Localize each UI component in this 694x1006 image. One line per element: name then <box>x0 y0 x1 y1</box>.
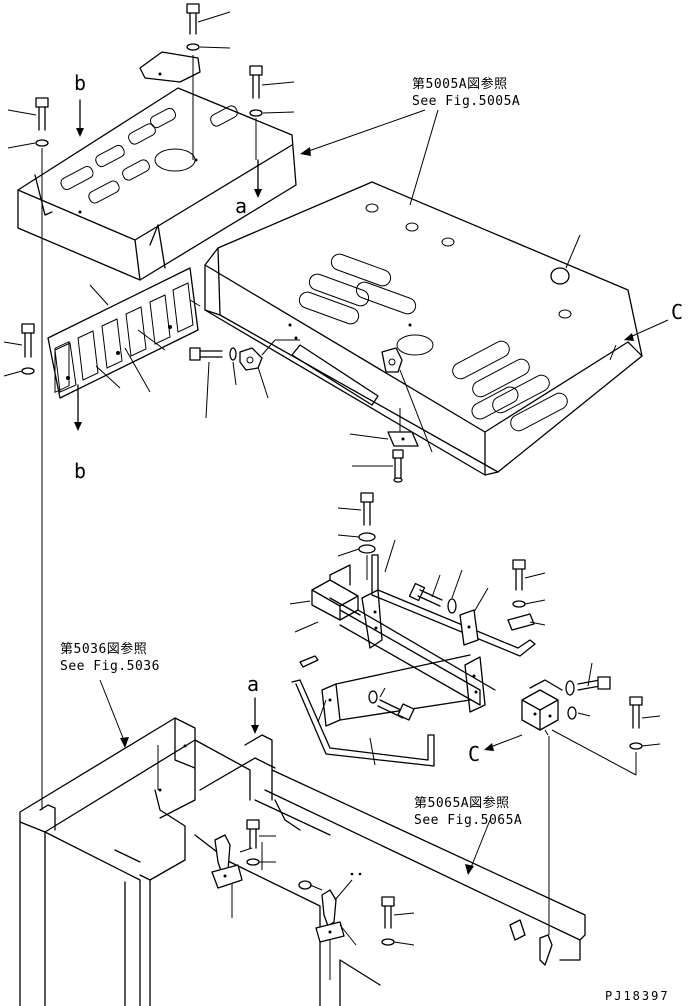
support-rod-upper <box>371 539 536 657</box>
hinge-bracket-right <box>521 679 563 736</box>
drawing-code: PJ18397 <box>605 989 670 1003</box>
view-c-arrow-lower <box>487 734 523 749</box>
bolt-frame-right <box>381 896 415 946</box>
view-marker-c-right: C <box>671 300 684 324</box>
view-marker-a-top: a <box>235 194 248 218</box>
ref-label-5005a-jp: 第5005A図参照 <box>412 77 508 92</box>
ref-label-5036-en: See Fig.5036 <box>60 659 160 674</box>
small-plate-middle <box>459 587 489 646</box>
hood-support-rod <box>291 344 379 406</box>
ref-label-5065a-jp: 第5065A図参照 <box>414 796 510 811</box>
support-bracket-frame <box>289 564 496 713</box>
bolt-bracket-right <box>507 559 546 631</box>
bolt-top-right <box>249 65 295 160</box>
side-grille-panel <box>47 267 201 399</box>
ref-label-5036-jp: 第5036図参照 <box>60 642 148 657</box>
view-marker-b-top: b <box>74 71 87 95</box>
view-c-arrow-right <box>627 319 669 339</box>
left-top-cover <box>17 87 297 281</box>
bolt-top-center <box>186 3 231 160</box>
bottom-frame <box>19 717 586 1006</box>
engine-hood <box>204 181 643 476</box>
bolt-hood-latch <box>189 347 237 419</box>
ref-label-5065a-en: See Fig.5065A <box>414 813 523 828</box>
view-marker-b-bottom: b <box>74 459 87 483</box>
rubber-cap <box>550 234 581 285</box>
bolt-under-hood <box>352 449 404 483</box>
hood-latch-left <box>239 339 300 399</box>
latch-plate <box>349 408 419 447</box>
pin-bolt-middle <box>408 569 463 614</box>
inspection-cover-plate <box>139 51 201 83</box>
bolt-frame-left <box>246 819 276 866</box>
frame-latch-left <box>211 834 253 889</box>
view-marker-a-bottom: a <box>247 672 260 696</box>
bolt-top-left <box>7 97 49 795</box>
bolt-far-right <box>551 696 661 776</box>
bolt-hinge-right <box>565 662 611 720</box>
frame-latch-right <box>298 879 357 946</box>
bolt-side-grille <box>3 323 35 377</box>
support-rod-lower <box>291 655 435 767</box>
bolt-lower-rod <box>368 687 415 721</box>
bolt-bracket-left <box>337 492 376 580</box>
hood-latch-right <box>381 347 433 453</box>
rod-bracket-lower <box>317 654 471 727</box>
ref-label-5005a-en: See Fig.5005A <box>412 94 521 109</box>
view-marker-c-lower: C <box>468 742 481 766</box>
